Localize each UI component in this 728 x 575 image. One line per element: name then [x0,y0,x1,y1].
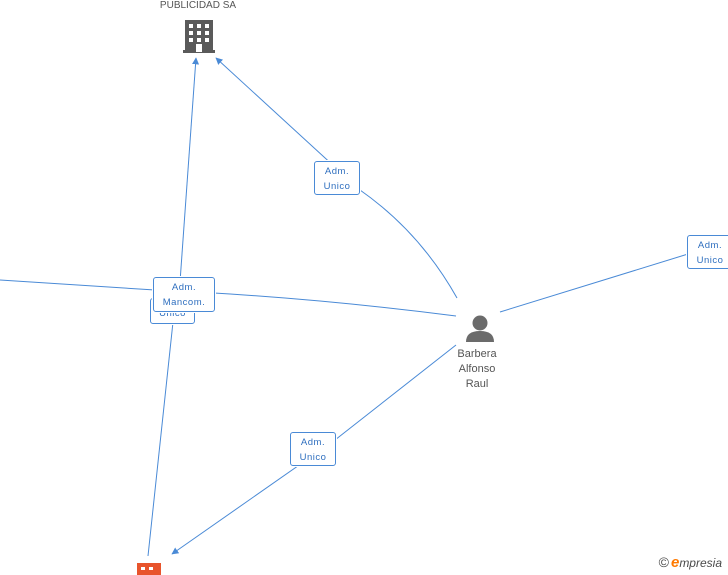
person-icon[interactable] [466,315,494,343]
company-name-top[interactable]: PUBLICIDAD SA [159,0,237,11]
edge-left-to-person [0,279,457,317]
edge-label-line: Mancom. [162,297,206,308]
edge-label-line: Adm. [324,166,350,177]
edge-label-adm-unico-2[interactable]: Adm. Unico [687,235,728,269]
building-icon[interactable] [137,563,161,575]
edge-label-line: Adm. [300,437,326,448]
person-name[interactable]: Barbera Alfonso Raul [440,347,514,392]
copyright-icon: © [658,554,669,570]
person-name-line-3: Raul [465,378,489,390]
edge-label-adm-unico-3[interactable]: Adm. Unico [290,432,336,466]
edge-label-line: Adm. [697,240,723,251]
brand-logo-text: mpresia [679,556,722,570]
brand-logo: ©empresia [659,554,722,571]
edge-label-line: Adm. [171,282,197,293]
building-icon[interactable] [183,20,215,53]
edge-label-line: Unico [159,308,186,319]
edge-label-adm-mancom[interactable]: Adm. Mancom. [153,277,215,312]
edge-label-adm-unico-1[interactable]: Adm. Unico [314,161,360,195]
person-name-line-2: Alfonso [458,363,496,375]
edge-label-line: Unico [299,452,327,463]
edge-label-line: Unico [323,181,351,192]
edge-person-to-right [499,253,689,313]
brand-logo-e: e [670,554,680,571]
edge-mancom-to-bottom-company [147,321,174,557]
edge-mancom-to-top-company [179,57,200,283]
edge-label-line: Unico [696,255,724,266]
person-name-line-1: Barbera [457,348,497,360]
edge-person-to-top-company [215,57,458,299]
